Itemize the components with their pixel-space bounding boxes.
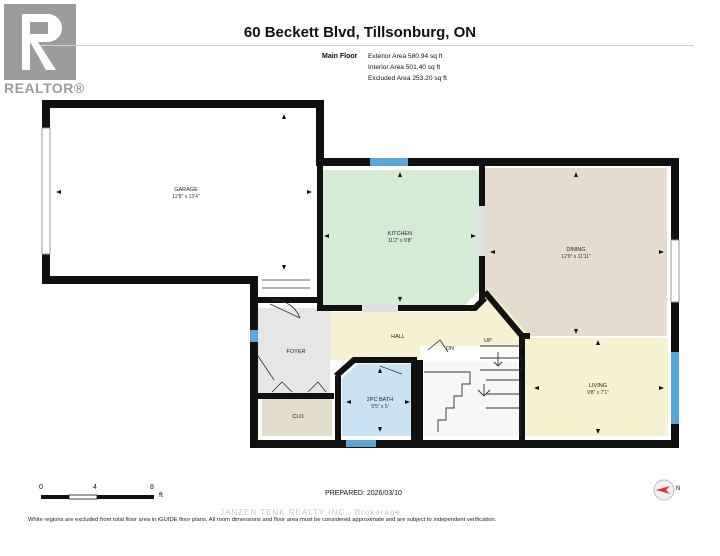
stairs-down-label: DN: [446, 346, 454, 352]
realtor-logo-mark: [4, 4, 76, 80]
living-dims: 9'8" x 7'1": [587, 390, 609, 396]
stairs-up-label: UP: [484, 338, 492, 344]
foyer-label: FOYER: [287, 349, 306, 355]
stairs-fill: [422, 362, 522, 436]
page-title: 60 Beckett Blvd, Tillsonburg, ON: [243, 24, 477, 41]
living-label: LIVING: [589, 383, 607, 389]
hall-label: HALL: [391, 334, 405, 340]
scale-unit: ft: [159, 492, 163, 499]
door-swings: [257, 279, 449, 393]
dimension-arrows: [56, 114, 664, 434]
kitchen-hall-opening: [362, 304, 398, 312]
dining-fill: [485, 168, 667, 336]
exterior-area: Exterior Area 580.94 sq ft: [368, 53, 443, 60]
bath-label: 2PC BATH: [367, 397, 394, 403]
dining-label: DINING: [566, 247, 585, 253]
interior-area: Interior Area 501.40 sq ft: [368, 64, 441, 71]
realtor-logo: REALTOR®: [0, 0, 84, 100]
garage-label: GARAGE: [174, 187, 198, 193]
compass-icon: [653, 479, 675, 501]
foyer-fill: [258, 308, 330, 396]
dining-dims: 12'9" x 11'11": [561, 254, 591, 260]
bath-window: [346, 440, 376, 447]
scale-bar-graphic: [41, 494, 154, 500]
foyer-window: [250, 330, 258, 342]
clo-fill: [262, 396, 332, 436]
realtor-logo-text: REALTOR®: [4, 80, 85, 96]
bath-dims: 5'5" x 5': [371, 404, 388, 410]
living-fill: [530, 338, 668, 436]
kitchen-label: KITCHEN: [388, 231, 412, 237]
living-window: [671, 352, 679, 424]
footer-disclaimer: White regions are excluded from total fl…: [28, 517, 497, 523]
kitchen-dims: 11'2" x 9'8": [388, 238, 412, 244]
excluded-area: Excluded Area 253.20 sq ft: [368, 75, 447, 82]
garage-window: [41, 127, 51, 255]
stairs: [424, 345, 522, 436]
kitchen-window: [370, 158, 408, 166]
kitchen-fill: [320, 170, 480, 305]
exterior-walls: [42, 100, 679, 448]
compass: N: [650, 478, 680, 502]
brokerage-watermark: JANZEN TENK REALTY INC., Brokerage: [220, 508, 401, 517]
floor-name: Main Floor: [322, 53, 358, 60]
dining-window: [670, 239, 680, 303]
compass-label: N: [676, 486, 681, 492]
header-divider: [40, 45, 694, 46]
clo-label: CLO: [292, 414, 304, 420]
garage-dims: 12'8" x 13'4": [172, 194, 200, 200]
prepared-date: PREPARED: 2026/03/10: [325, 490, 402, 497]
scale-tick-4: 4: [93, 484, 97, 491]
kitchen-dining-opening: [478, 206, 486, 256]
scale-tick-8: 8: [150, 484, 154, 491]
hall-fill: [330, 292, 530, 436]
bath-fill: [342, 364, 414, 436]
scale-tick-0: 0: [39, 484, 43, 491]
